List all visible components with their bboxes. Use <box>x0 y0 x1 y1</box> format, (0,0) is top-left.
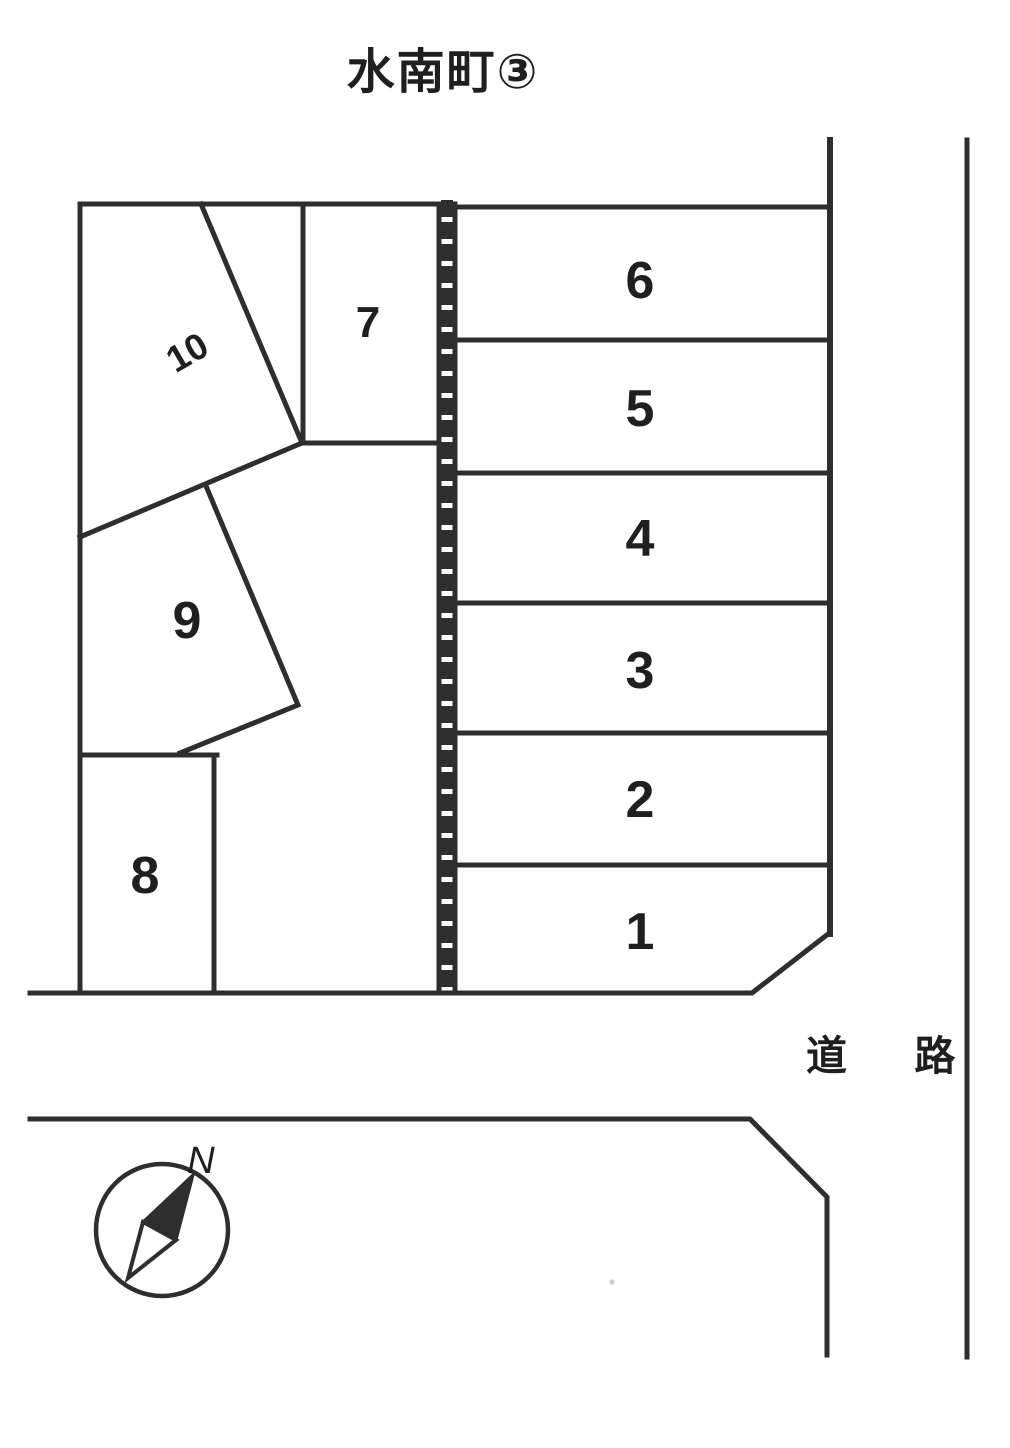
plot10-right-boundary <box>197 200 306 447</box>
plot-label-6: 6 <box>626 252 655 310</box>
right-column-boundaries <box>452 137 833 937</box>
map-title: 水南町③ <box>347 46 540 99</box>
compass: N <box>93 1140 231 1299</box>
plot-label-5: 5 <box>626 380 655 438</box>
plot-label-7: 7 <box>356 298 380 347</box>
hatched-strip <box>436 200 458 997</box>
plot-label-2: 2 <box>626 771 655 829</box>
compass-needle-south-half <box>124 1219 180 1284</box>
plot-label-10: 10 <box>159 324 215 380</box>
parcel-boundaries <box>27 200 832 996</box>
road-lines <box>27 137 970 1360</box>
plot9-right-boundary <box>176 482 302 757</box>
plot10-plot9-boundary <box>76 439 306 541</box>
boundary-bottom-street-edge <box>27 930 832 996</box>
scan-speck <box>609 1279 615 1285</box>
plot-label-9: 9 <box>173 592 202 650</box>
plot-label-4: 4 <box>626 510 655 568</box>
plot-label-3: 3 <box>626 642 655 700</box>
plot-label-1: 1 <box>626 903 655 961</box>
compass-circle <box>93 1161 231 1299</box>
plot-label-8: 8 <box>131 847 160 905</box>
road-label: 道 路 <box>806 1033 983 1079</box>
south-road-edge <box>27 1116 830 1358</box>
compass-north-label: N <box>187 1140 215 1182</box>
